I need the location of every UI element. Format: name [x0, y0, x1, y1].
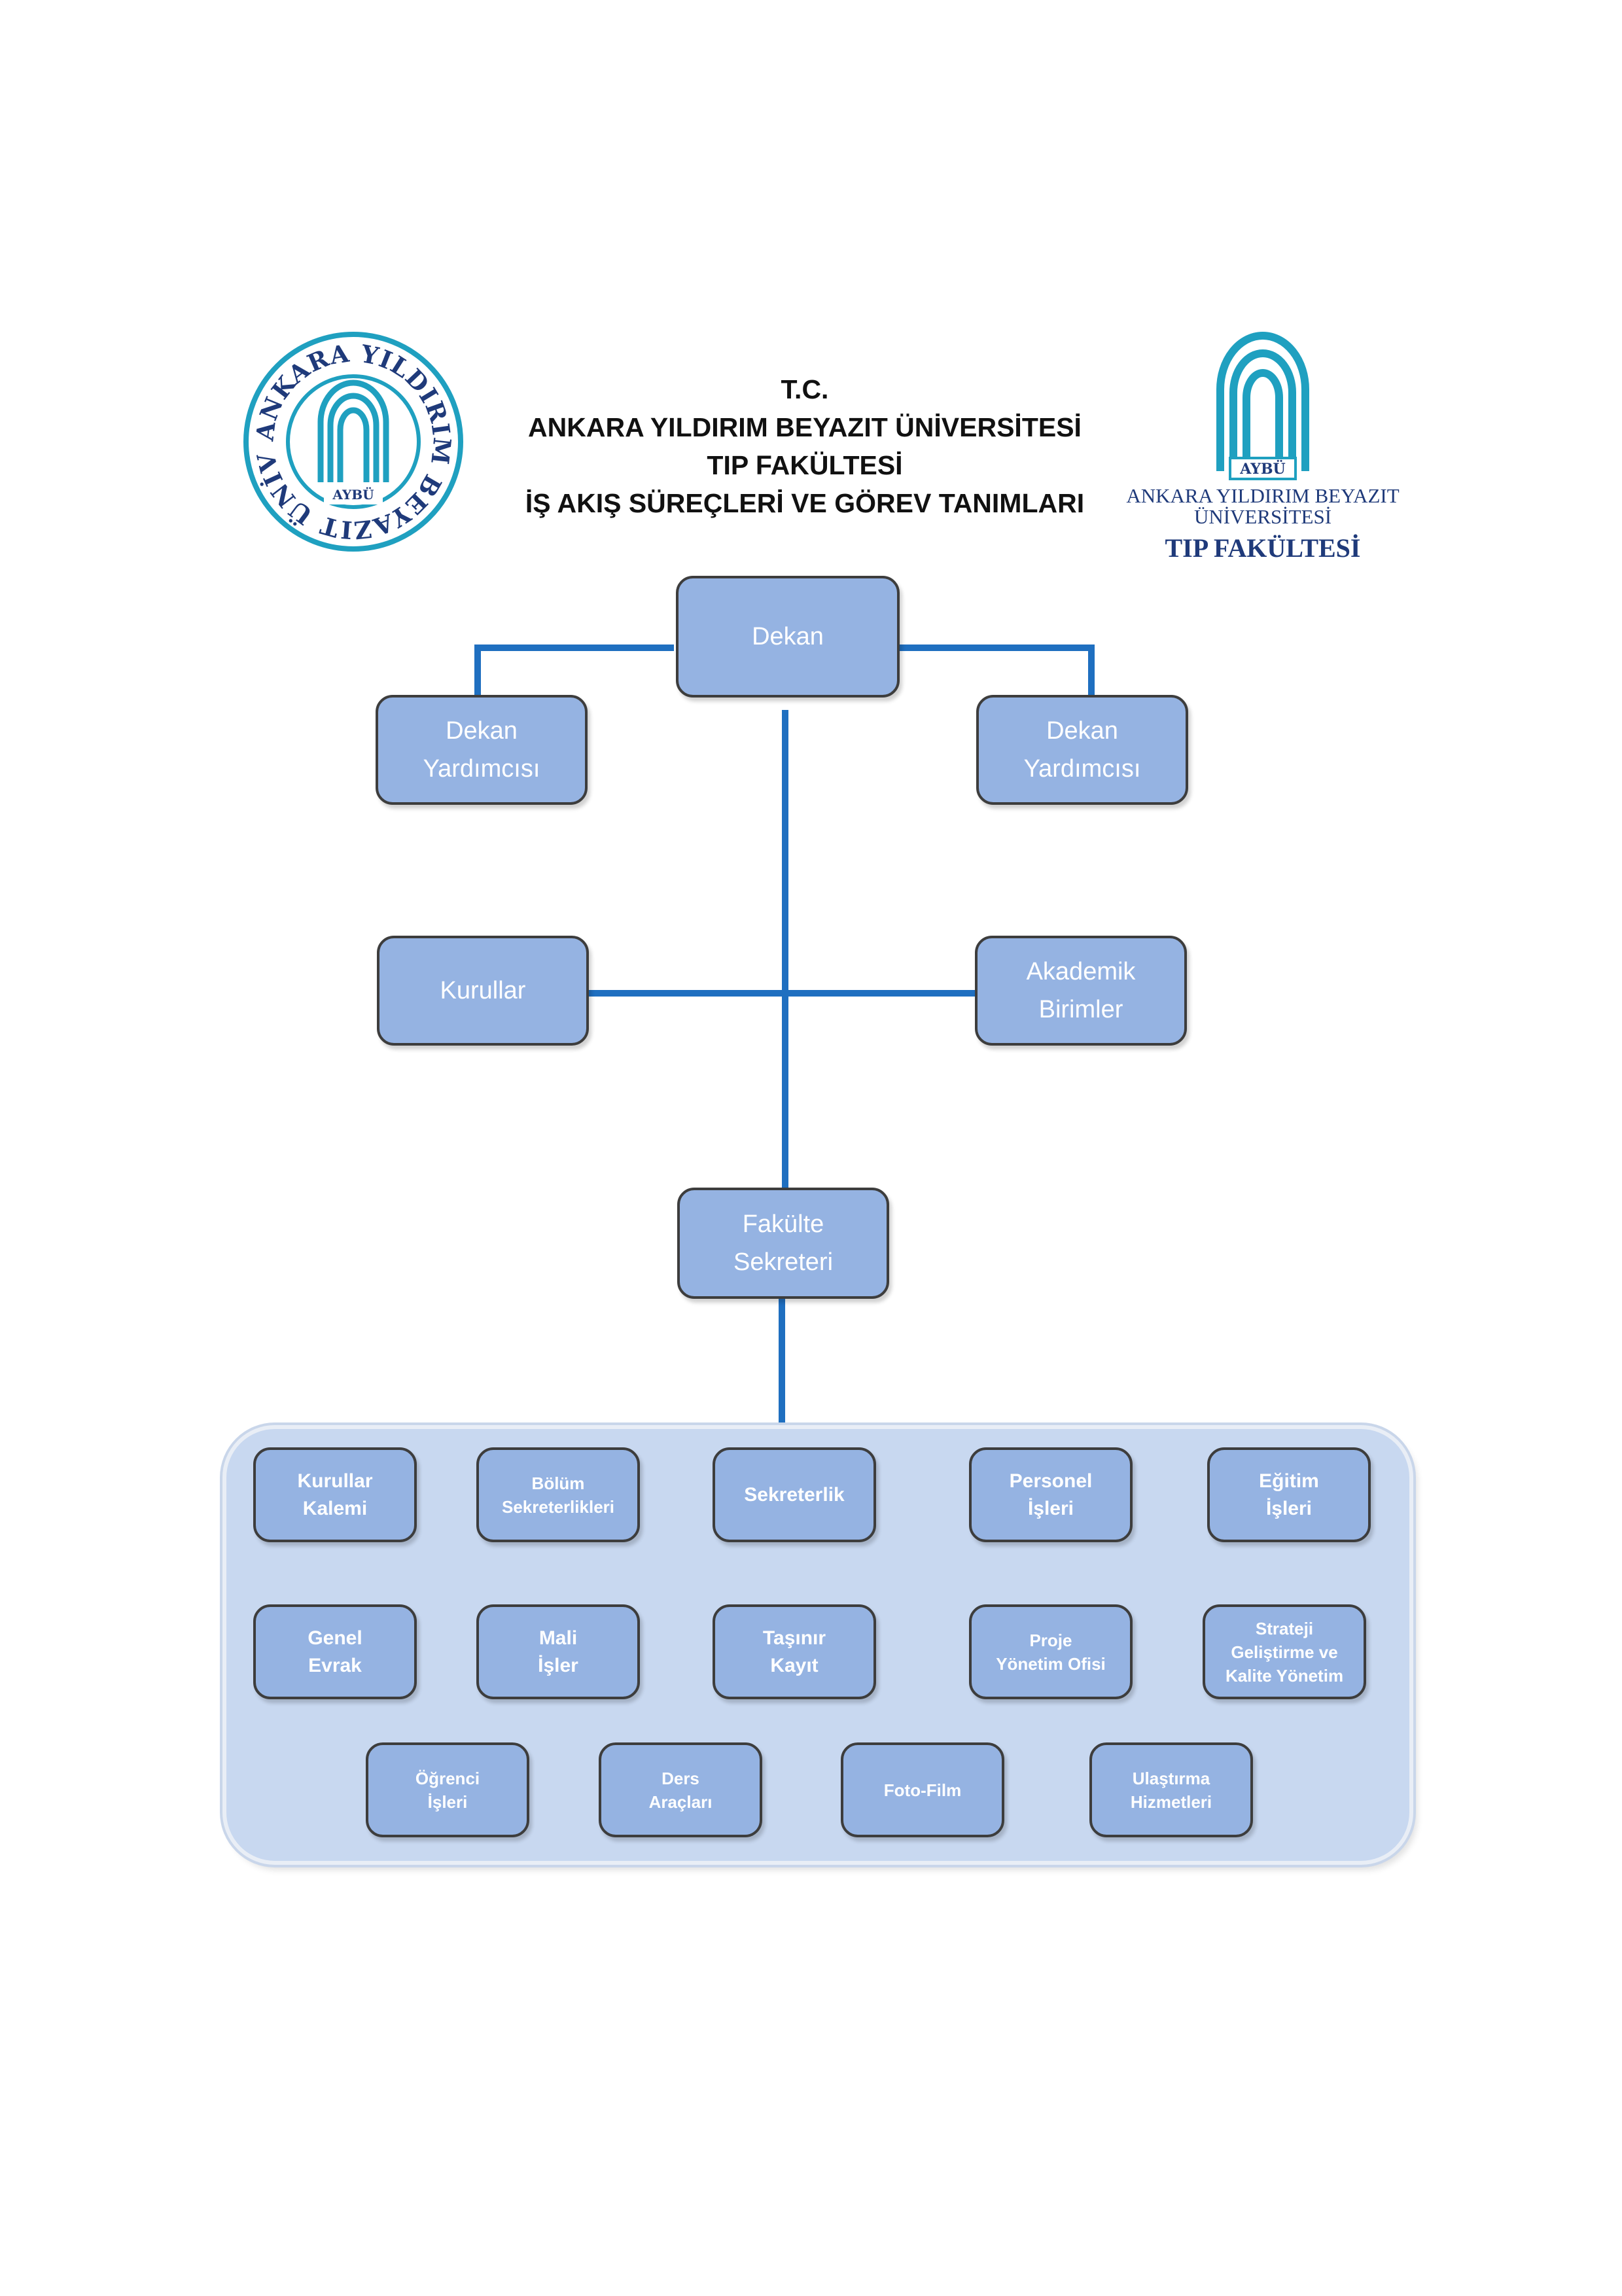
right-logo-badge: AYBÜ	[1239, 459, 1285, 478]
arch-icon	[1216, 332, 1309, 471]
unit-label: Proje	[1029, 1630, 1072, 1650]
unit-sekreterlik: Sekreterlik	[713, 1447, 876, 1542]
arch-icon	[317, 380, 389, 482]
unit-label: Bölüm	[531, 1473, 585, 1493]
unit-label: Geliştirme ve	[1231, 1642, 1338, 1662]
header-line-4: İŞ AKIŞ SÜREÇLERİ VE GÖREV TANIMLARI	[525, 488, 1085, 518]
unit-label: Kalemi	[302, 1497, 368, 1519]
unit-label: Mali	[538, 1627, 578, 1649]
node-label: Dekan	[446, 717, 518, 745]
node-label: Fakülte	[742, 1210, 824, 1238]
seal-center-text: AYBÜ	[332, 486, 374, 503]
unit-label: Strateji	[1255, 1618, 1314, 1638]
unit-label: Kayıt	[770, 1654, 819, 1676]
unit-label: Taşınır	[762, 1627, 826, 1649]
unit-label: Yönetim Ofisi	[996, 1653, 1106, 1674]
unit-label: Eğitim	[1259, 1470, 1319, 1492]
unit-label: Kurullar	[297, 1470, 373, 1492]
node-label: Dekan	[1046, 717, 1118, 745]
connector-dekan-left	[474, 645, 674, 695]
unit-label: Foto-Film	[883, 1780, 962, 1800]
node-label: Birimler	[1038, 996, 1123, 1023]
unit-label: Personel	[1009, 1470, 1093, 1492]
unit-label: Evrak	[308, 1654, 362, 1676]
node-label: Dekan	[752, 623, 824, 650]
header-line-2: ANKARA YILDIRIM BEYAZIT ÜNİVERSİTESİ	[528, 412, 1082, 442]
node-kurullar: Kurullar	[377, 936, 589, 1046]
unit-label: Ulaştırma	[1132, 1768, 1210, 1788]
unit-label: İşleri	[1265, 1497, 1313, 1519]
unit-label: Sekreterlikleri	[501, 1496, 614, 1517]
right-logo-line-2: ÜNİVERSİTESİ	[1193, 505, 1332, 528]
aybu-arch-logo: AYBÜ	[1216, 332, 1309, 480]
unit-label: İşleri	[427, 1792, 468, 1812]
unit-label: Hizmetleri	[1130, 1792, 1212, 1812]
node-label: Yardımcısı	[423, 755, 540, 783]
unit-label: Öğrenci	[415, 1768, 480, 1788]
node-label: Akademik	[1026, 958, 1136, 985]
unit-label: Ders	[661, 1768, 699, 1788]
node-label: Kurullar	[440, 977, 526, 1004]
right-logo-line-1: ANKARA YILDIRIM BEYAZIT	[1126, 484, 1400, 507]
unit-label: Genel	[308, 1627, 362, 1649]
node-label: Yardımcısı	[1023, 755, 1141, 783]
node-dekan: Dekan	[676, 576, 900, 698]
unit-label: Sekreterlik	[744, 1483, 845, 1506]
unit-label: İşler	[538, 1654, 578, 1676]
header-line-3: TIP FAKÜLTESİ	[707, 450, 903, 480]
right-logo-line-3: TIP FAKÜLTESİ	[1165, 533, 1361, 563]
unit-label: Araçları	[648, 1792, 713, 1812]
header-line-1: T.C.	[781, 374, 829, 404]
unit-label: Kalite Yönetim	[1225, 1665, 1344, 1686]
unit-foto-film: Foto-Film	[841, 1742, 1004, 1837]
node-label: Sekreteri	[733, 1248, 834, 1276]
aybu-seal-logo: ANKARA YILDIRIM BEYAZIT ÜNİVERSİTESİ AYB…	[242, 330, 463, 552]
connector-dekan-right	[900, 645, 1095, 695]
unit-label: İşleri	[1027, 1497, 1074, 1519]
